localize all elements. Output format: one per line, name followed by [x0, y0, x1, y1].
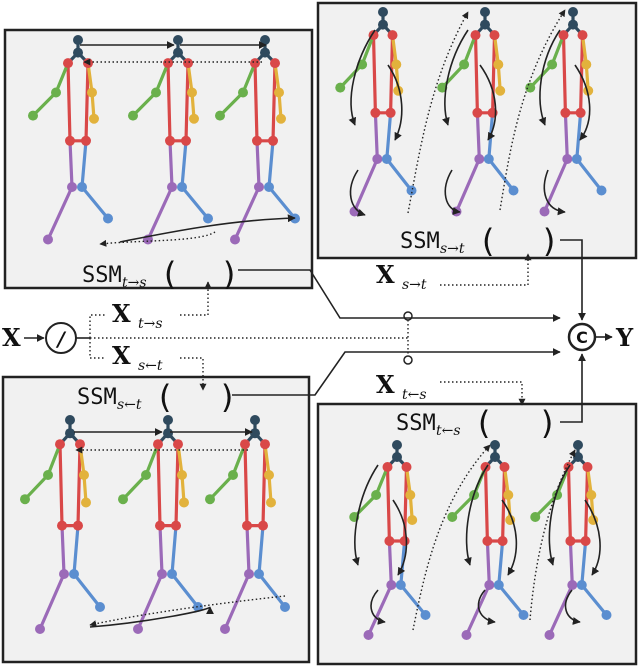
skeleton-sequence-spatial-top [335, 7, 607, 217]
skeleton-figure-1 [335, 7, 417, 217]
skeleton-figure-1 [20, 415, 105, 634]
svg-text:t←s: t←s [402, 387, 427, 403]
scan-arrows-top-right [348, 9, 591, 217]
svg-text:SSM: SSM [400, 229, 440, 254]
svg-text:t→s: t→s [138, 316, 163, 332]
seq-label-x-t-to-s: X t→s [112, 299, 163, 332]
svg-text:(: ( [160, 255, 179, 293]
ssm-block-s-from-t: SSM s←t ( ) [77, 378, 237, 416]
panel-s-from-t [1, 375, 311, 664]
svg-text:SSM: SSM [396, 411, 436, 436]
split-operator-label: / [55, 327, 66, 351]
svg-text:s←t: s←t [117, 397, 142, 413]
ssm-block-t-from-s: SSM t←s ( ) [396, 404, 557, 442]
scan-arrows-bottom-left [74, 428, 286, 628]
scan-arrows-top-left [80, 41, 296, 247]
svg-text:t→s: t→s [122, 275, 147, 291]
svg-text:): ) [538, 404, 557, 442]
seq-label-x-s-to-t: X s→t [376, 260, 427, 293]
ssm-block-t-to-s: SSM t→s ( ) [82, 255, 239, 293]
ssm-block-s-to-t: SSM s→t ( ) [400, 222, 559, 260]
svg-text:): ) [540, 222, 559, 260]
seq-label-x-t-from-s: X t←s [376, 370, 427, 403]
svg-text:X: X [112, 299, 131, 328]
skeleton-figure-2 [118, 415, 203, 634]
svg-text:t←s: t←s [436, 423, 461, 439]
svg-text:): ) [218, 378, 237, 416]
concat-node [567, 322, 597, 352]
svg-text:SSM: SSM [82, 263, 122, 288]
scan-arrows-bottom-right [352, 444, 601, 631]
skeleton-sequence-temporal-bottom [20, 415, 290, 634]
svg-text:(: ( [474, 404, 493, 442]
skeleton-figure-2 [437, 7, 519, 217]
skeleton-figure-2 [128, 35, 213, 245]
output-connections [232, 239, 586, 423]
svg-text:X: X [376, 370, 395, 399]
svg-text:SSM: SSM [77, 385, 117, 410]
svg-text:s←t: s←t [138, 358, 163, 374]
skeleton-figure-3 [525, 7, 607, 217]
input-x: X [2, 323, 21, 352]
svg-text:s→t: s→t [440, 241, 465, 257]
svg-text:(: ( [478, 222, 497, 260]
svg-text:(: ( [155, 378, 174, 416]
skeleton-figure-1 [28, 35, 113, 245]
panel-t-from-s [316, 402, 638, 666]
seq-label-x-s-from-t: X s←t [112, 341, 163, 374]
svg-text:s→t: s→t [402, 277, 427, 293]
svg-text:): ) [220, 255, 239, 293]
svg-text:X: X [112, 341, 131, 370]
svg-text:X: X [376, 260, 395, 289]
concat-label: C [576, 328, 588, 347]
output-y: Y [615, 323, 634, 352]
panel-t-to-s [3, 28, 314, 290]
